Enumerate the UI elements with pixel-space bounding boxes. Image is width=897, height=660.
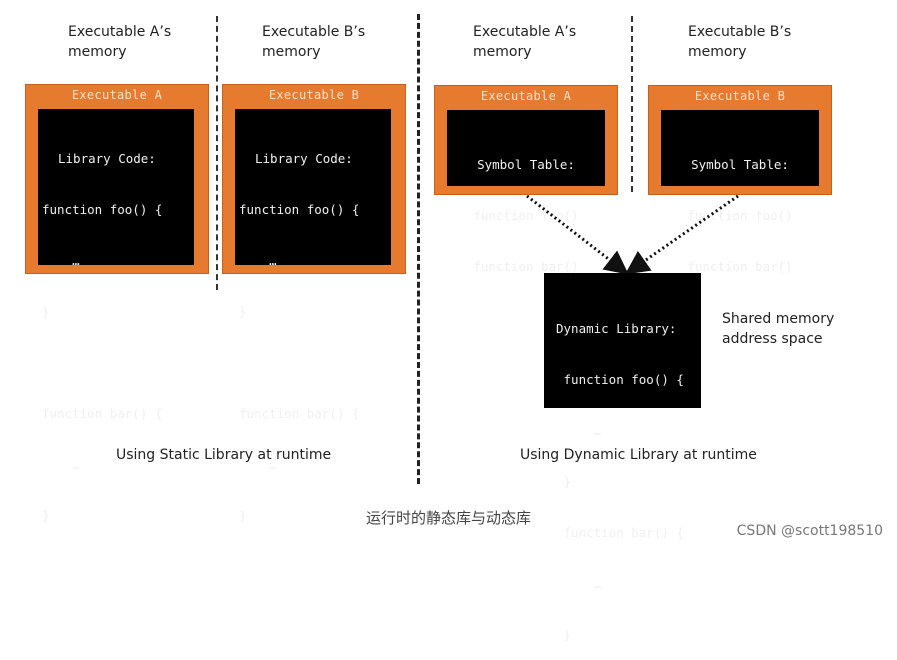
code-line: Symbol Table: [477,157,575,172]
code-line: Dynamic Library: [556,321,677,336]
code-line: function bar() [687,259,793,274]
dynamic-exe-a-memory-label: Executable A’s memory [473,24,577,60]
code-line: function foo() [473,208,579,223]
dynamic-memory-divider [631,16,633,192]
code-line: function bar() { [239,406,360,421]
static-library-caption: Using Static Library at runtime [116,447,332,463]
code-line: Library Code: [58,151,156,166]
dynamic-executable-b-box: Executable B Symbol Table: function foo(… [648,85,832,274]
static-executable-b-title: Executable B [268,88,360,102]
dynamic-executable-a-title: Executable A [480,89,572,103]
code-line: … [556,576,602,591]
code-line: } [42,304,50,319]
code-line: Library Code: [255,151,353,166]
dynamic-exe-b-memory-label: Executable B’s memory [688,24,792,60]
static-exe-a-memory-label: Executable A’s memory [68,24,172,60]
code-line: Symbol Table: [691,157,789,172]
code-line: function foo() { [239,202,360,217]
static-executable-b-library-code: Library Code: function foo() { … } funct… [235,109,391,523]
code-line: … [239,253,277,268]
code-line: … [556,423,602,438]
code-line: … [239,457,277,472]
dynamic-executable-b-title: Executable B [694,89,786,103]
dynamic-library-caption: Using Dynamic Library at runtime [520,447,757,463]
code-line: function bar() { [556,525,684,540]
arrow-exe-b-to-library [625,194,739,275]
code-line: function foo() { [42,202,163,217]
code-line: } [239,508,247,523]
code-line: … [42,253,80,268]
code-line: function foo() { [556,372,684,387]
dynamic-library-block: Dynamic Library: function foo() { … } fu… [544,273,701,642]
dynamic-executable-a-symbol-table: Symbol Table: function foo() function ba… [447,110,605,274]
code-line: } [556,627,572,642]
symbol-link-arrows [526,194,739,275]
arrow-exe-a-to-library [526,194,629,275]
static-executable-a-title: Executable A [71,88,163,102]
code-line: function bar() { [42,406,163,421]
code-line: } [42,508,50,523]
code-line: function bar() [473,259,579,274]
dynamic-executable-a-box: Executable A Symbol Table: function foo(… [434,85,618,274]
static-dynamic-divider [417,14,420,484]
code-line: } [239,304,247,319]
static-executable-b-box: Executable B Library Code: function foo(… [222,84,406,523]
figure-caption: 运行时的静态库与动态库 [365,509,531,527]
shared-memory-label: Shared memory address space [722,311,835,347]
static-executable-a-library-code: Library Code: function foo() { … } funct… [38,109,194,523]
dynamic-executable-b-symbol-table: Symbol Table: function foo() function ba… [661,110,819,274]
code-line: function foo() [687,208,793,223]
static-executable-a-box: Executable A Library Code: function foo(… [25,84,209,523]
static-memory-divider [216,16,218,290]
watermark: CSDN @scott198510 [736,523,883,539]
code-line: … [42,457,80,472]
static-exe-b-memory-label: Executable B’s memory [262,24,366,60]
code-line: } [556,474,572,489]
